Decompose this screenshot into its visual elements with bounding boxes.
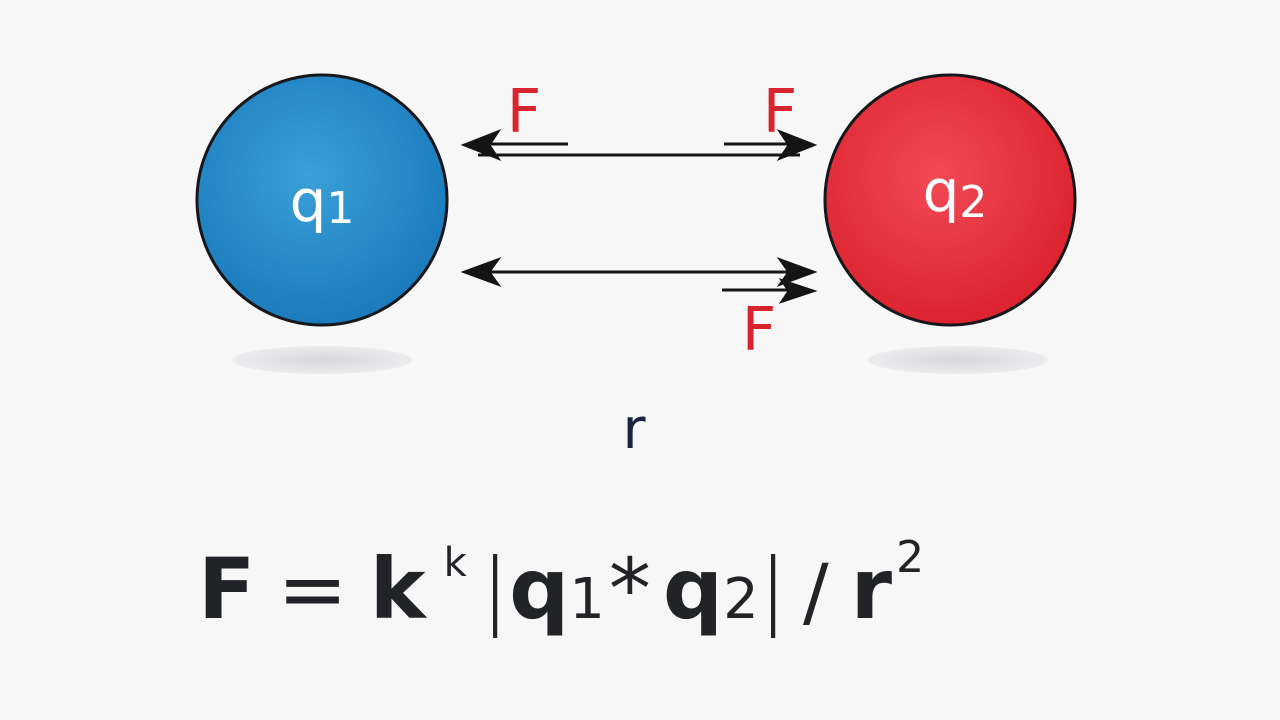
distance-arrow xyxy=(460,256,818,304)
charge-q1-label: q1 xyxy=(290,167,355,235)
formula-r-exponent: 2 xyxy=(896,532,925,583)
top-force-arrow xyxy=(460,128,818,162)
charge-q1: q1 xyxy=(195,73,449,327)
formula-q2-subscript: 2 xyxy=(723,567,759,632)
left-charge-shadow xyxy=(232,346,412,374)
formula-times: * xyxy=(608,540,651,638)
formula-force: F xyxy=(198,540,256,638)
charge-q2: q2 xyxy=(823,73,1077,327)
charge-q1-sphere xyxy=(195,73,449,327)
formula-constant: k xyxy=(369,540,426,638)
charge-q2-sphere xyxy=(823,73,1077,327)
formula-constant-superscript: k xyxy=(443,540,467,586)
distance-label: r xyxy=(622,397,646,462)
formula-r: r xyxy=(850,540,893,638)
formula-divide: / xyxy=(803,547,829,636)
formula-q2: q xyxy=(662,540,724,638)
left-arrowhead xyxy=(460,128,502,162)
right-charge-shadow xyxy=(868,346,1048,374)
force-label-bottom-right: F xyxy=(742,295,777,365)
force-label-top-left: F xyxy=(507,77,542,147)
charge-q2-label: q2 xyxy=(923,157,988,228)
formula-abs-close: | xyxy=(764,540,782,638)
bottom-force-arrowhead xyxy=(778,278,818,304)
distance-right-arrowhead xyxy=(776,256,818,288)
formula-q1: q xyxy=(509,540,570,638)
formula-q1-subscript: 1 xyxy=(569,567,605,632)
force-label-top-right: F xyxy=(763,77,798,147)
distance-left-arrowhead xyxy=(460,256,502,288)
formula-abs-open: | xyxy=(486,540,504,638)
formula-equals: = xyxy=(277,540,348,638)
right-arrowhead xyxy=(776,128,818,162)
